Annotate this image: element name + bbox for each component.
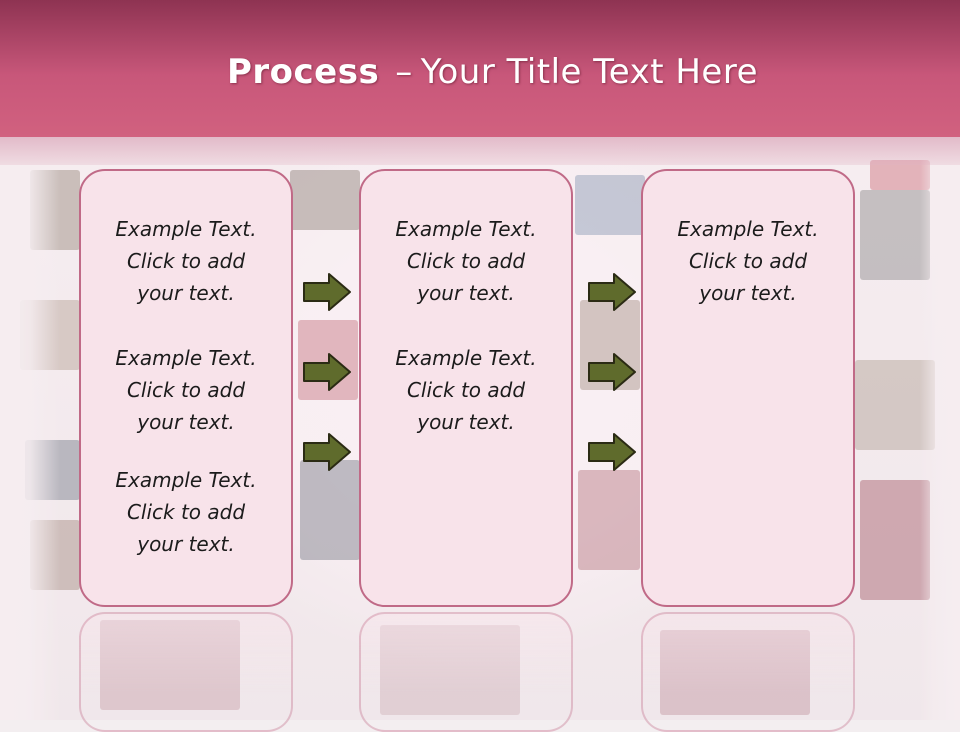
right-arrow-icon bbox=[303, 433, 351, 471]
text-line: your text. bbox=[699, 281, 797, 305]
text-line: your text. bbox=[417, 281, 515, 305]
right-arrow-icon bbox=[303, 273, 351, 311]
slide-title[interactable]: Process–Your Title Text Here bbox=[0, 52, 960, 92]
text-item[interactable]: Example Text. Click to add your text. bbox=[81, 213, 291, 309]
text-line: Example Text. bbox=[395, 217, 537, 241]
title-dash: – bbox=[395, 52, 413, 92]
text-item[interactable]: Example Text. Click to add your text. bbox=[81, 342, 291, 438]
title-bold: Process bbox=[226, 52, 380, 92]
title-rest: Your Title Text Here bbox=[420, 52, 758, 92]
right-arrow-icon bbox=[588, 353, 636, 391]
process-box-2[interactable]: Example Text. Click to add your text. Ex… bbox=[359, 169, 573, 607]
text-line: your text. bbox=[417, 410, 515, 434]
text-line: Click to add bbox=[126, 378, 246, 402]
box-reflection bbox=[79, 612, 293, 732]
text-item[interactable]: Example Text. Click to add your text. bbox=[361, 342, 571, 438]
title-strip bbox=[0, 137, 960, 165]
title-bar bbox=[0, 0, 960, 137]
text-line: your text. bbox=[137, 532, 235, 556]
text-item[interactable]: Example Text. Click to add your text. bbox=[361, 213, 571, 309]
box-reflection bbox=[641, 612, 855, 732]
text-line: Click to add bbox=[126, 500, 246, 524]
text-item[interactable]: Example Text. Click to add your text. bbox=[643, 213, 853, 309]
text-line: your text. bbox=[137, 281, 235, 305]
process-box-1[interactable]: Example Text. Click to add your text. Ex… bbox=[79, 169, 293, 607]
text-line: Example Text. bbox=[115, 346, 257, 370]
process-box-3[interactable]: Example Text. Click to add your text. bbox=[641, 169, 855, 607]
text-line: Click to add bbox=[126, 249, 246, 273]
right-arrow-icon bbox=[588, 273, 636, 311]
right-arrow-icon bbox=[588, 433, 636, 471]
text-line: Click to add bbox=[688, 249, 808, 273]
text-line: Click to add bbox=[406, 249, 526, 273]
box-reflection bbox=[359, 612, 573, 732]
text-line: Example Text. bbox=[395, 346, 537, 370]
text-item[interactable]: Example Text. Click to add your text. bbox=[81, 464, 291, 560]
text-line: Example Text. bbox=[115, 468, 257, 492]
text-line: your text. bbox=[137, 410, 235, 434]
text-line: Example Text. bbox=[115, 217, 257, 241]
text-line: Click to add bbox=[406, 378, 526, 402]
text-line: Example Text. bbox=[677, 217, 819, 241]
right-arrow-icon bbox=[303, 353, 351, 391]
